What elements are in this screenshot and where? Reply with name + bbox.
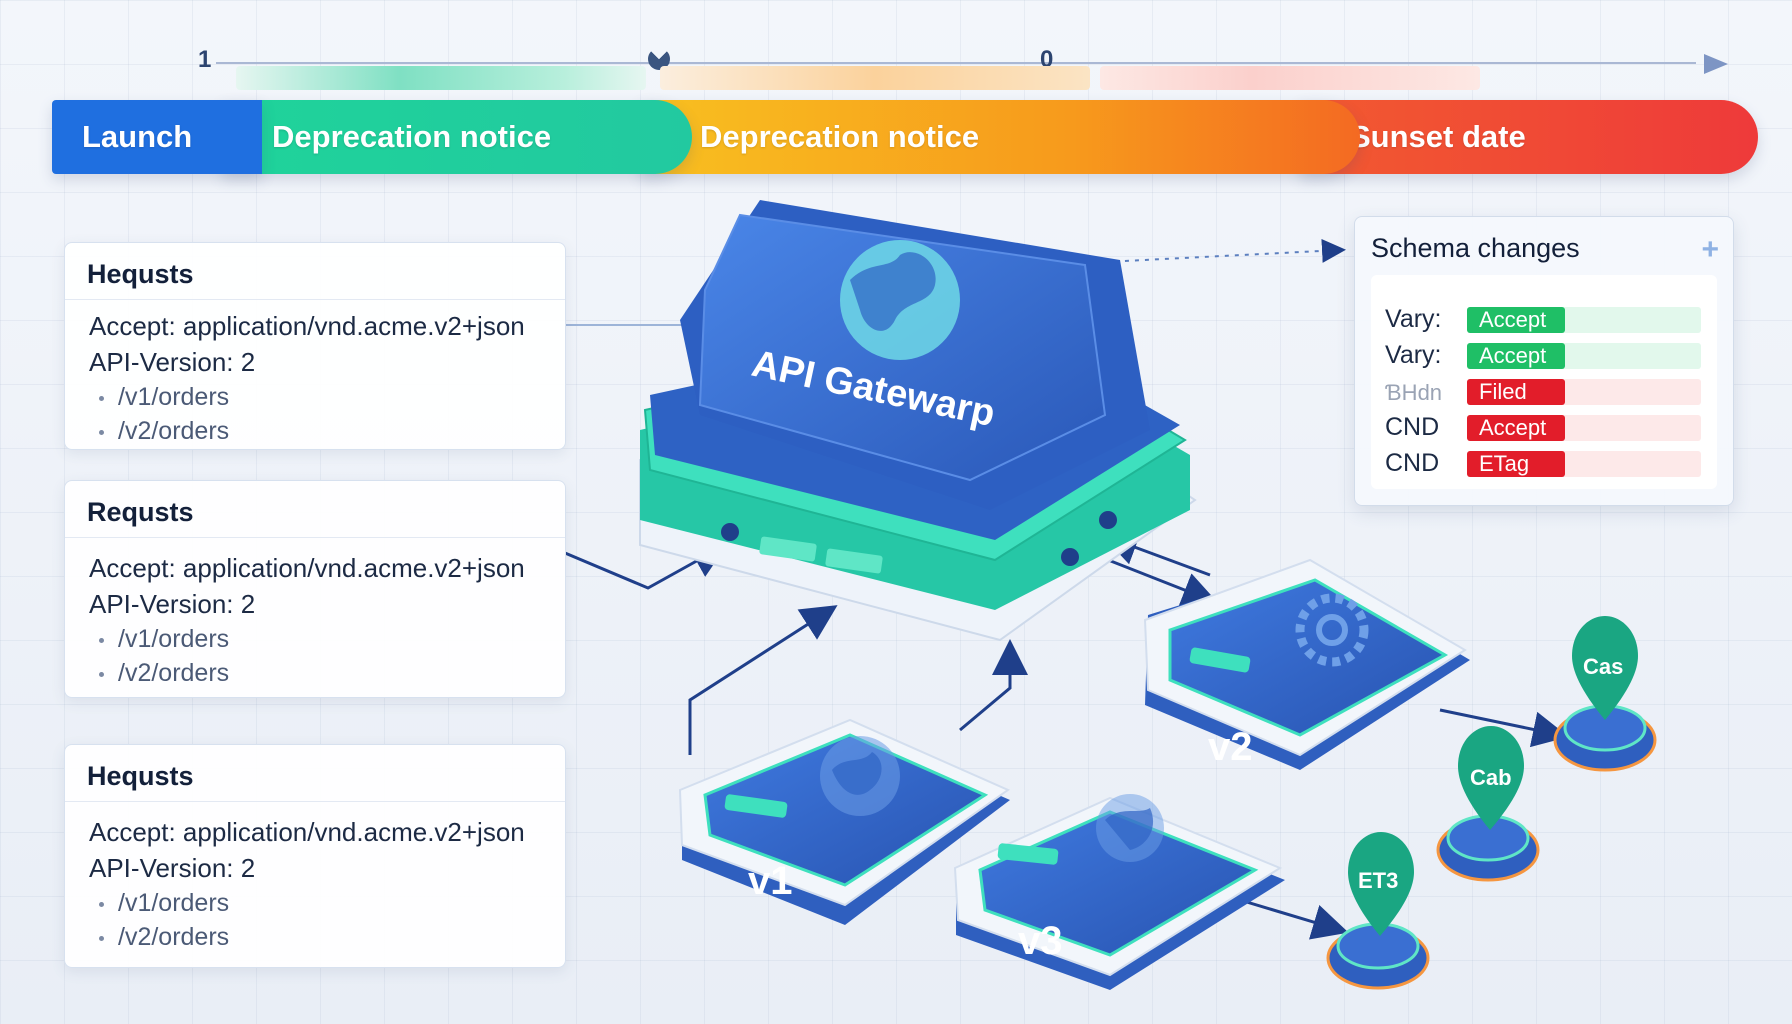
endpoint-path: /v1/orders (118, 625, 230, 653)
request-card-3: Hequsts Accept: application/vnd.acme.v2+… (64, 744, 566, 968)
request-card-2: Requsts Accept: application/vnd.acme.v2+… (64, 480, 566, 698)
phase-deprecation-1: Deprecation notice (222, 100, 692, 174)
accept-header: Accept: application/vnd.acme.v2+json (89, 311, 525, 341)
timeline-marker-icon (648, 48, 670, 70)
bullet-icon (99, 395, 104, 401)
request-card-title: Hequsts (87, 761, 194, 791)
endpoint-path: /v2/orders (118, 417, 230, 445)
list-item: /v2/orders (89, 414, 565, 448)
globe-icon (840, 240, 960, 360)
bullet-icon (99, 429, 104, 435)
node-v1-label: v1 (748, 859, 793, 903)
accept-header: Accept: application/vnd.acme.v2+json (89, 817, 525, 847)
tick-label-1: 1 (198, 46, 212, 73)
schema-row: Vary: Accept (1371, 339, 1717, 373)
timeline-strip-orange (660, 66, 1090, 90)
timeline-axis (216, 62, 1696, 64)
list-item: /v2/orders (89, 656, 565, 690)
node-v2-label: v2 (1208, 725, 1253, 769)
endpoint-path: /v2/orders (118, 923, 230, 951)
node-v3-globe-icon (1096, 794, 1164, 862)
request-card-title: Requsts (87, 497, 194, 527)
list-item: /v1/orders (89, 380, 565, 414)
card-divider (65, 299, 565, 300)
connector-v1-gateway (688, 605, 838, 755)
endpoint-path: /v1/orders (118, 383, 230, 411)
timeline-ticks: 1 0 (0, 40, 1792, 100)
phase-deprecation-2: Deprecation notice (640, 100, 1360, 174)
connector-schema (1084, 238, 1346, 264)
connector-v3-gateway (959, 639, 1028, 732)
list-item: /v2/orders (89, 920, 565, 954)
schema-row: Vary: Accept (1371, 303, 1717, 337)
list-item: /v1/orders (89, 886, 565, 920)
node-v2[interactable] (1143, 558, 1470, 770)
bullet-icon (99, 901, 104, 907)
pin-cab-label: Cab (1470, 765, 1512, 790)
schema-panel-title: Schema changes (1371, 233, 1580, 263)
schema-key: Vary: (1385, 305, 1442, 333)
endpoint-path: /v1/orders (118, 889, 230, 917)
schema-row: ƁHdn Filed (1371, 375, 1717, 409)
schema-key: CND (1385, 449, 1440, 477)
pin-et3[interactable]: ET3 (1326, 832, 1430, 990)
api-version-header: API-Version: 2 (89, 347, 256, 377)
schema-rows: Vary: Accept Vary: Accept ƁHdn Filed CND… (1371, 275, 1717, 489)
phase-deprecation-1-label: Deprecation notice (272, 119, 552, 154)
phase-sunset-label: Sunset date (1350, 119, 1526, 154)
card-divider (65, 537, 565, 538)
bullet-icon (99, 637, 104, 643)
pin-cas[interactable]: Cas (1553, 616, 1657, 772)
bullet-icon (99, 935, 104, 941)
phase-launch-label: Launch (82, 119, 193, 154)
gear-icon (1295, 593, 1369, 667)
timeline-arrow-icon (1704, 54, 1728, 74)
api-version-header: API-Version: 2 (89, 589, 256, 619)
schema-key: Vary: (1385, 341, 1442, 369)
schema-badge-red: ETag (1467, 451, 1565, 477)
node-v3-label: v3 (1018, 919, 1063, 963)
timeline-strip-green (236, 66, 646, 90)
connector-card2 (564, 543, 728, 590)
request-card-1: Hequsts Accept: application/vnd.acme.v2+… (64, 242, 566, 450)
schema-badge-red: Filed (1467, 379, 1565, 405)
schema-row: CND ETag (1371, 447, 1717, 481)
timeline-strip-red (1100, 66, 1480, 90)
endpoint-path: /v2/orders (118, 659, 230, 687)
list-item: /v1/orders (89, 622, 565, 656)
request-card-title: Hequsts (87, 259, 194, 289)
api-version-header: API-Version: 2 (89, 853, 256, 883)
schema-badge-green: Accept (1467, 343, 1565, 369)
card-divider (65, 801, 565, 802)
connector-v2-pin (1439, 708, 1569, 748)
pin-cab[interactable]: Cab (1436, 726, 1540, 882)
schema-badge-green: Accept (1467, 307, 1565, 333)
phase-sunset: Sunset date (1300, 100, 1758, 174)
bullet-icon (99, 671, 104, 677)
schema-badge-red: Accept (1467, 415, 1565, 441)
pin-et3-label: ET3 (1358, 868, 1398, 893)
connector-v3-pin (1239, 898, 1349, 940)
schema-changes-panel: Schema changes + Vary: Accept Vary: Acce… (1354, 216, 1734, 506)
phase-deprecation-2-label: Deprecation notice (700, 119, 980, 154)
schema-key: ƁHdn (1385, 380, 1443, 405)
accept-header: Accept: application/vnd.acme.v2+json (89, 553, 525, 583)
plus-icon[interactable]: + (1701, 233, 1719, 266)
phase-launch: Launch (52, 100, 262, 174)
node-v3[interactable] (953, 796, 1285, 990)
schema-row: CND Accept (1371, 411, 1717, 445)
node-v1-globe-icon (820, 736, 900, 816)
schema-key: CND (1385, 413, 1440, 441)
pin-cas-label: Cas (1583, 654, 1623, 679)
